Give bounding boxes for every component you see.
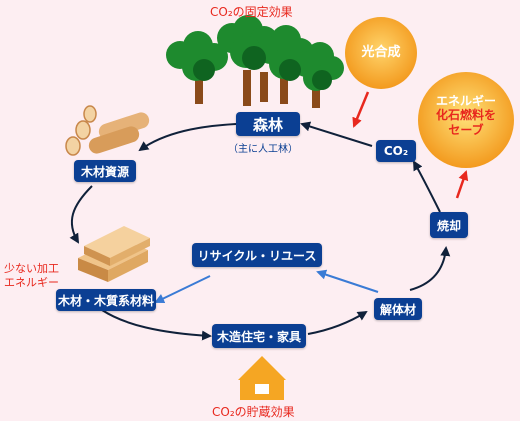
arrow-recycle-to-materials bbox=[154, 275, 211, 304]
energy-label: エネルギー 化石燃料を セーブ bbox=[418, 94, 514, 137]
node-forest-sub: （主に人工林） bbox=[228, 144, 298, 155]
node-recycle: リサイクル・リユース bbox=[192, 243, 322, 267]
forest-trees-icon bbox=[166, 15, 344, 108]
arrow-timber-to-materials bbox=[69, 185, 93, 244]
arrow-demolition-to-recycle bbox=[316, 269, 379, 293]
photosynthesis-circle bbox=[345, 17, 417, 89]
node-co2: CO₂ bbox=[376, 140, 416, 162]
node-materials: 木材・木質系材料 bbox=[56, 289, 156, 311]
energy-label-line3: セーブ bbox=[448, 122, 484, 137]
low-energy-line2: エネルギー bbox=[4, 276, 59, 289]
arrow-demolition-to-incinerate bbox=[409, 246, 451, 291]
arrow-housing-to-demolition bbox=[307, 310, 368, 335]
node-demolition: 解体材 bbox=[374, 298, 422, 320]
photosynthesis-label: 光合成 bbox=[361, 45, 401, 60]
low-energy-line1: 少ない加工 bbox=[4, 262, 59, 275]
energy-label-line1: エネルギー bbox=[435, 94, 496, 108]
energy-arrow bbox=[455, 170, 469, 199]
arrow-incinerate-to-co2 bbox=[413, 160, 441, 213]
arrow-materials-to-housing bbox=[101, 309, 212, 341]
house-icon bbox=[238, 356, 286, 400]
energy-circle bbox=[418, 72, 514, 168]
arrow-forest-to-timber bbox=[138, 123, 237, 152]
node-housing: 木造住宅・家具 bbox=[212, 324, 306, 348]
lumber-icon bbox=[78, 226, 150, 282]
node-incinerate: 焼却 bbox=[430, 212, 468, 238]
arrow-co2-to-forest bbox=[300, 121, 373, 147]
co2-storage-label: CO₂の貯蔵効果 bbox=[212, 405, 295, 419]
photosynthesis-arrow bbox=[352, 91, 370, 128]
low-energy-label: 少ない加工 エネルギー bbox=[4, 262, 59, 290]
energy-label-line2: 化石燃料を bbox=[435, 108, 496, 123]
logs-icon bbox=[65, 105, 150, 156]
node-timber: 木材資源 bbox=[74, 160, 136, 182]
co2-fixation-label: CO₂の固定効果 bbox=[210, 5, 293, 19]
node-forest: 森林 bbox=[236, 112, 300, 136]
